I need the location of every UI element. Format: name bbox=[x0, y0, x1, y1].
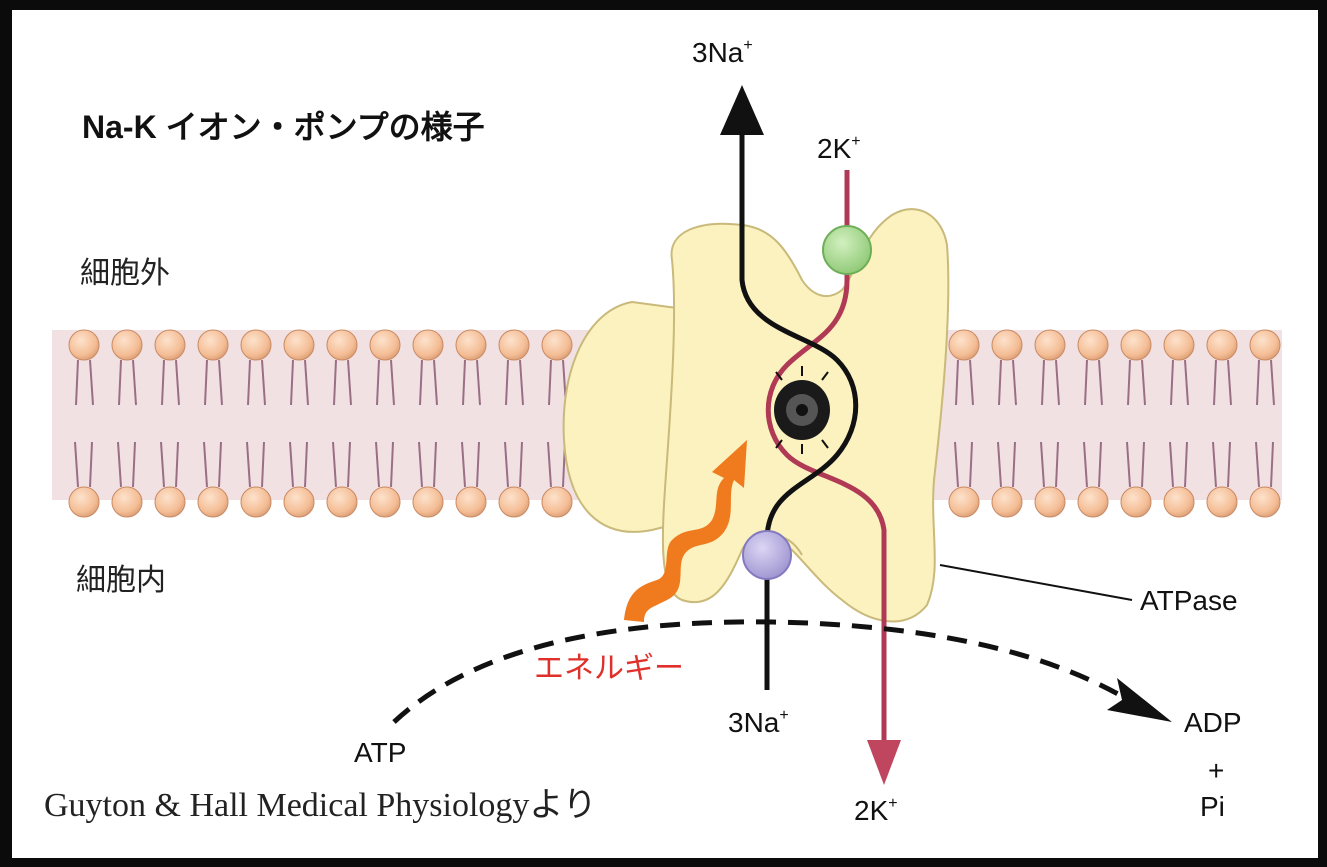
na-ion-icon bbox=[743, 531, 791, 579]
k-in-label: 2K+ bbox=[817, 133, 861, 164]
adp-label: ADP bbox=[1184, 707, 1242, 738]
k-ion-arrowhead bbox=[867, 740, 901, 785]
extracellular-label: 細胞外 bbox=[80, 257, 170, 290]
atp-to-adp-arrowhead bbox=[1107, 678, 1172, 722]
plus-label: + bbox=[1208, 755, 1224, 786]
intracellular-label: 細胞内 bbox=[76, 564, 166, 597]
atp-label: ATP bbox=[354, 737, 406, 768]
na-ion-arrowhead bbox=[720, 85, 764, 135]
atpase-pointer-line bbox=[940, 565, 1132, 600]
diagram-frame: Na-K イオン・ポンプの様子 細胞外 細胞内 3Na+ 2K+ 3Na+ 2K… bbox=[12, 10, 1318, 858]
na-in-label: 3Na+ bbox=[728, 707, 789, 738]
k-ion-icon bbox=[823, 226, 871, 274]
na-k-pump-diagram: Na-K イオン・ポンプの様子 細胞外 細胞内 3Na+ 2K+ 3Na+ 2K… bbox=[12, 10, 1318, 858]
pi-label: Pi bbox=[1200, 791, 1225, 822]
source-credit: Guyton & Hall Medical Physiologyより bbox=[44, 787, 597, 824]
energy-label: エネルギー bbox=[534, 652, 684, 685]
na-out-label: 3Na+ bbox=[692, 37, 753, 68]
atpase-label: ATPase bbox=[1140, 585, 1238, 616]
page-title: Na-K イオン・ポンプの様子 bbox=[82, 109, 485, 145]
k-out-label: 2K+ bbox=[854, 795, 898, 826]
